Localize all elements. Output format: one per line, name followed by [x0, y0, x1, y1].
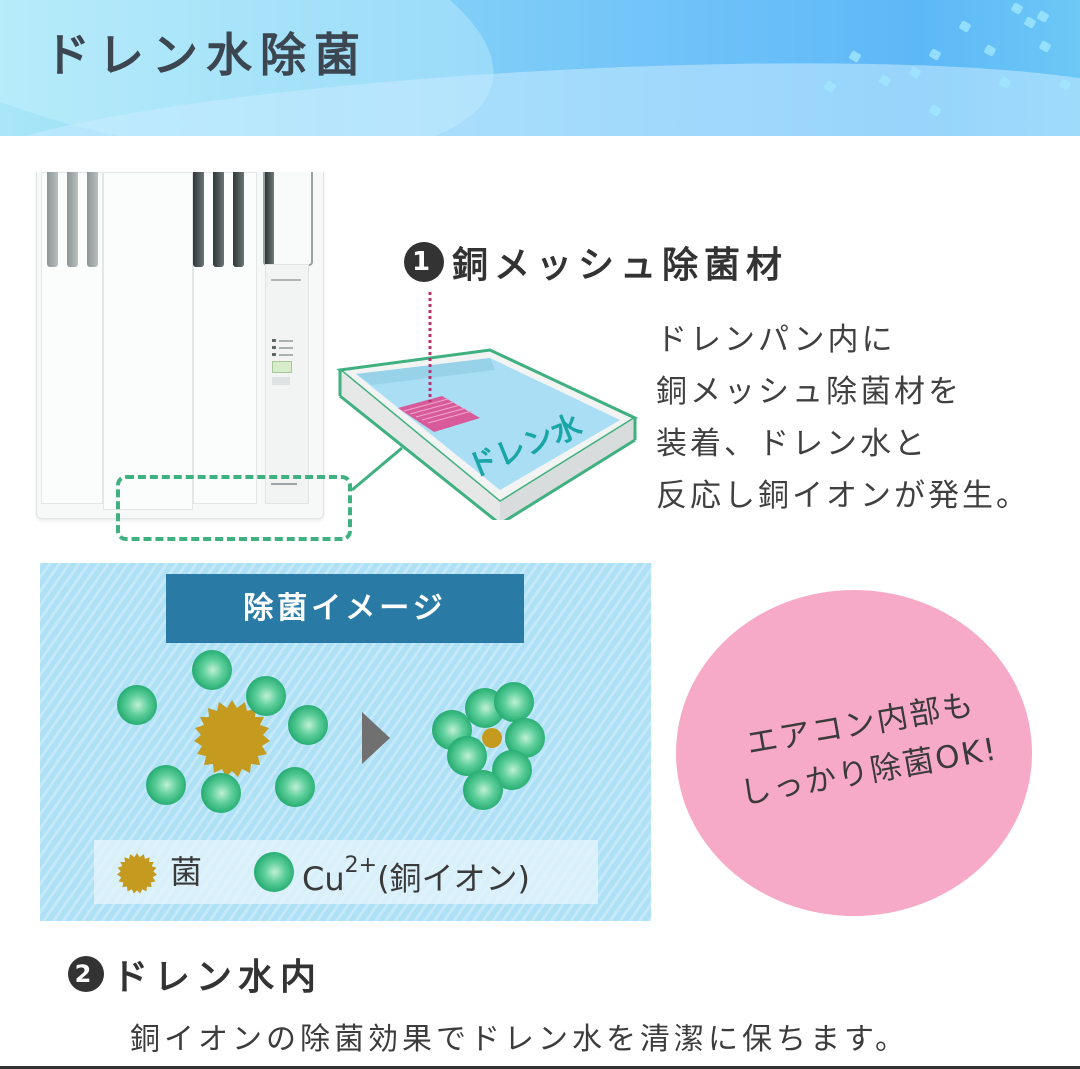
arrow-right-icon [362, 712, 390, 764]
ac-vent [67, 172, 78, 267]
sparkle-icon [1023, 16, 1037, 29]
ac-vent [193, 172, 204, 267]
drain-pan-highlight-box [116, 475, 352, 541]
copper-ion-icon [201, 773, 241, 813]
drain-pan-illustration: ドレン水 [336, 292, 639, 520]
copper-ion-icon [494, 682, 534, 722]
copper-mesh [398, 396, 480, 432]
legend-germ-label: 菌 [170, 853, 203, 891]
copper-ion-icon [117, 685, 157, 725]
header-banner [0, 0, 1080, 136]
sparkle-icon [1038, 40, 1052, 53]
legend-ion-label: (銅イオン) [377, 859, 531, 898]
sparkle-icon [958, 20, 972, 33]
ac-control-panel [265, 264, 309, 504]
feature-2-title: ドレン水内 [112, 957, 323, 998]
copper-ion-icon [275, 767, 315, 807]
callout-circle [676, 590, 1032, 916]
legend: 菌 Cu2+(銅イオン) [94, 840, 598, 904]
ac-vent [47, 172, 58, 267]
ac-panel [193, 172, 257, 504]
bottom-divider [0, 1066, 1080, 1069]
ac-vent [213, 172, 224, 267]
legend-ion-formula: Cu [302, 859, 345, 898]
copper-ion-icon [288, 705, 328, 745]
copper-ion-icon [192, 650, 232, 690]
germ-icon [117, 853, 157, 894]
description-line: 装着、ドレン水と [656, 426, 928, 462]
germ-icon [194, 700, 270, 777]
sparkle-icon [1036, 10, 1050, 23]
legend-ion-charge: 2+ [344, 853, 378, 878]
legend-item-copper-ion: Cu2+(銅イオン) [254, 850, 530, 898]
sterilization-image-title: 除菌イメージ [166, 574, 524, 643]
sparkle-icon [928, 48, 942, 61]
ac-vent [233, 172, 244, 267]
sparkle-icon [983, 44, 997, 57]
legend-item-germ: 菌 [116, 850, 202, 894]
ac-handle [263, 172, 313, 266]
ac-panel [103, 172, 193, 510]
sparkle-icon [1010, 2, 1024, 15]
copper-ion-icon [146, 765, 186, 805]
description-line: 反応し銅イオンが発生。 [656, 478, 1030, 514]
copper-ion-icon [463, 770, 503, 810]
page-title: ドレン水除菌 [44, 28, 368, 82]
copper-ion-icon [246, 676, 286, 716]
copper-ion-icon [447, 736, 487, 776]
air-conditioner-illustration [36, 172, 324, 519]
sparkle-icon [848, 50, 862, 63]
description-line: ドレンパン内に [656, 322, 896, 358]
feature-1-description: ドレンパン内に 銅メッシュ除菌材を 装着、ドレン水と 反応し銅イオンが発生。 [656, 314, 1030, 522]
germ-icon [482, 728, 502, 748]
number-badge-2: 2 [68, 956, 104, 992]
feature-2-description: 銅イオンの除菌効果でドレン水を清潔に保ちます。 [130, 1022, 909, 1057]
copper-ion-icon [254, 852, 294, 892]
number-badge-1: 1 [404, 242, 444, 282]
ac-vent [87, 172, 98, 267]
feature-1-title: 銅メッシュ除菌材 [452, 245, 789, 286]
description-line: 銅メッシュ除菌材を [656, 374, 962, 410]
